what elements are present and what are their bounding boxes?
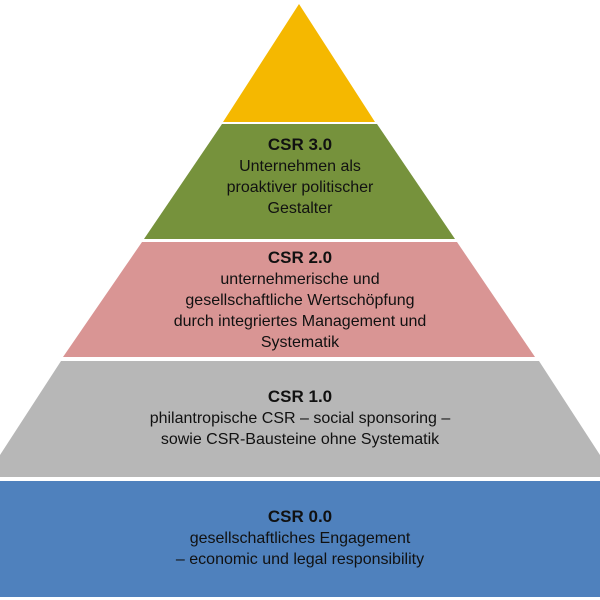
tier-csr0-shape [0, 481, 600, 597]
tier-csr2-title: CSR 2.0 [267, 248, 333, 267]
tier-csr2-line-4: Systematik [260, 334, 340, 351]
tier-csr0-line-1: gesellschaftliches Engagement [189, 530, 411, 547]
tier-csr0-text: CSR 0.0 gesellschaftliches Engagement – … [0, 506, 600, 570]
tier-csr1-line-1: philantropische CSR – social sponsoring … [149, 410, 451, 427]
tier-csr3-title: CSR 3.0 [267, 135, 333, 154]
tier-csr0-title: CSR 0.0 [267, 507, 333, 526]
tier-csr0-line-2: – economic und legal responsibility [175, 551, 425, 568]
tier-csr1-shape [0, 361, 600, 477]
tier-csr3-text: CSR 3.0 Unternehmen als proaktiver polit… [0, 134, 600, 219]
tier-top-shape [223, 4, 375, 122]
tier-csr3-shape [144, 124, 455, 239]
tier-csr3-line-3: Gestalter [267, 200, 333, 217]
tier-csr2-line-1: unternehmerische und [220, 271, 380, 288]
tier-csr1-title: CSR 1.0 [267, 387, 333, 406]
tier-csr2-shape [63, 242, 535, 357]
tier-csr3-line-1: Unternehmen als [239, 158, 361, 175]
tier-csr2-line-2: gesellschaftliche Wertschöpfung [185, 292, 415, 309]
tier-csr1-text: CSR 1.0 philantropische CSR – social spo… [0, 386, 600, 450]
tier-csr2-text: CSR 2.0 unternehmerische und gesellschaf… [0, 247, 600, 353]
tier-csr2-line-3: durch integriertes Management und [173, 313, 427, 330]
tier-csr1-line-2: sowie CSR-Bausteine ohne Systematik [160, 431, 440, 448]
tier-csr3-line-2: proaktiver politischer [226, 179, 374, 196]
